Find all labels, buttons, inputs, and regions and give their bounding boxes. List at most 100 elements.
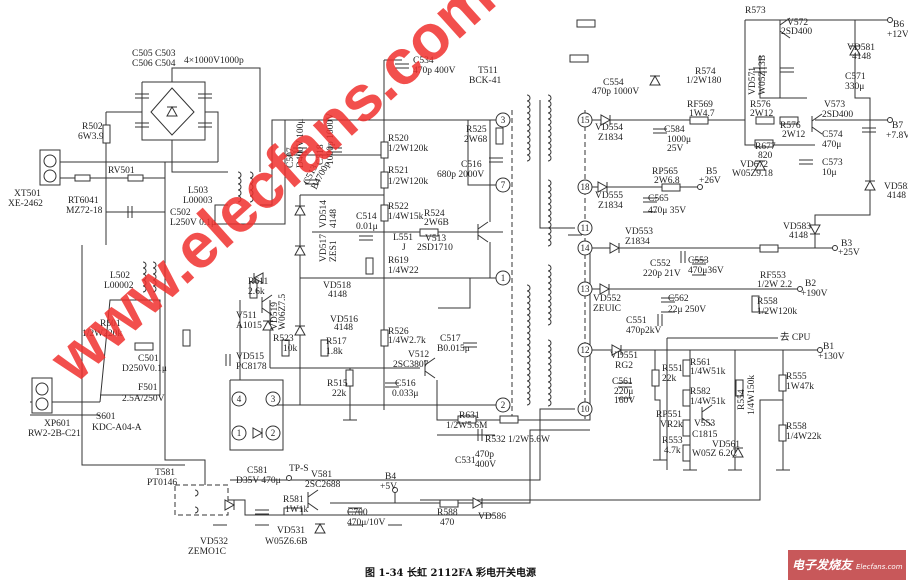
resistor-symbol — [682, 359, 691, 377]
label-r558a-v: 1/2W120k — [757, 307, 797, 317]
label-s601: S601 — [96, 412, 116, 422]
output-terminal — [286, 475, 292, 481]
components — [31, 17, 893, 534]
label-v513: V513 — [425, 234, 446, 244]
label-c531-v2: 400V — [475, 460, 496, 470]
diode-symbol — [864, 179, 876, 191]
wire — [229, 379, 284, 451]
label-c516b: C516 — [395, 379, 416, 389]
label-c554-v: 470p 1000V — [592, 87, 639, 97]
resistor-symbol — [661, 183, 681, 192]
label-l551: L551 — [393, 233, 413, 243]
label-c506-c504: C506 C504 — [132, 59, 176, 69]
label-r558a: R558 — [757, 297, 778, 307]
label-v573: V573 — [824, 100, 845, 110]
diode-symbol — [294, 204, 306, 216]
label-c507: C507 — [286, 147, 296, 168]
label-vd553: VD553 — [625, 227, 653, 237]
label-c514-v: 0.01μ — [356, 222, 378, 232]
secondary-pin-number: 11 — [581, 223, 590, 233]
transistor-collector — [261, 294, 273, 303]
label-c561-v2: 160V — [614, 396, 635, 406]
wire — [81, 245, 185, 466]
diode-symbol — [754, 159, 766, 171]
resistor-symbol — [365, 257, 374, 275]
label-vd555: VD555 — [595, 191, 623, 201]
label-v513-v: 2SD1710 — [417, 243, 453, 253]
label-vd516-v: 4148 — [334, 323, 353, 333]
label-xt501: XT501 — [14, 189, 41, 199]
wire — [330, 429, 590, 504]
label-vd532: VD532 — [200, 537, 228, 547]
label-rp551-v: VR2k — [660, 420, 683, 430]
transistor-collector — [701, 404, 713, 413]
label-rt6041: RT6041 — [68, 196, 99, 206]
label-r558b: R558 — [786, 422, 807, 432]
label-r501-v: 1/2W220k — [82, 329, 122, 339]
label-c574-v: 470μ — [822, 140, 841, 150]
label-r524-v: 2W6B — [424, 218, 449, 228]
label-f501: F501 — [138, 383, 158, 393]
label-r551-v: 22k — [662, 374, 677, 384]
secondary-pin-number: 12 — [581, 345, 590, 355]
label-r555-v: 1W47k — [786, 382, 814, 392]
label-c581-v: D35V 470μ — [236, 476, 281, 486]
resistor-symbol — [755, 116, 775, 125]
elecfans-logo: 电子发烧友 Elecfans.com — [788, 550, 906, 580]
wire — [214, 120, 286, 225]
coil-winding — [237, 171, 242, 203]
transistor-emitter — [477, 234, 489, 243]
label-r517-v: 1.8k — [326, 347, 343, 357]
label-r677: R677 — [755, 142, 776, 152]
transistor-emitter — [261, 307, 273, 316]
label-b6-v: +12V — [887, 30, 908, 40]
label-vd531: VD531 — [277, 526, 305, 536]
optocoupler-pin-number: 2 — [271, 428, 276, 438]
label-c584-v2: 25V — [667, 144, 684, 154]
label-r631: R631 — [459, 411, 480, 421]
label-vd514: VD514 — [319, 200, 329, 228]
wire — [744, 20, 815, 146]
secondary-pin-circle — [577, 112, 593, 128]
label-b5-v: +26V — [699, 176, 721, 186]
label-c502: C502 — [170, 208, 191, 218]
label-r582-v: 1/4W51k — [690, 397, 726, 407]
label-c571-v: 330μ — [845, 82, 864, 92]
label-r525-v: 2W68 — [464, 135, 487, 145]
transistor-emitter — [811, 126, 823, 135]
label-vd515-v: PC8178 — [236, 362, 267, 372]
label-v553-v: C1815 — [692, 430, 718, 440]
logo-site: Elecfans.com — [856, 563, 903, 571]
label-vd555-v: Z1834 — [598, 201, 623, 211]
coil-winding — [547, 179, 552, 247]
label-c514: C514 — [356, 212, 377, 222]
resistor-symbol — [682, 419, 691, 437]
wire — [141, 81, 206, 141]
dashed-line — [174, 484, 229, 516]
optocoupler-pin-number: 3 — [271, 394, 276, 404]
wire — [467, 120, 503, 186]
secondary-pin-circle — [577, 281, 593, 297]
secondary-pin-number: 13 — [581, 284, 591, 294]
wire — [814, 20, 871, 248]
label-r525: R525 — [466, 125, 487, 135]
label-b5: B5 — [706, 167, 717, 177]
resistor-symbol — [495, 127, 504, 145]
connector-socket — [43, 169, 57, 183]
resistor-symbol — [439, 499, 459, 508]
label-c517-v: B0.015μ — [437, 344, 470, 354]
resistor-symbol — [689, 116, 709, 125]
label-vd518: VD518 — [323, 281, 351, 291]
label-b4: B4 — [385, 472, 396, 482]
diode-symbol — [809, 224, 821, 236]
label-b7: B7 — [892, 121, 903, 131]
label-b6: B6 — [893, 20, 904, 30]
resistor-symbol — [569, 54, 589, 63]
label-l503: L503 — [188, 186, 208, 196]
label-vd552-v: ZEUIC — [593, 304, 621, 314]
label-b3: B3 — [841, 239, 852, 249]
label-c565-v: 470μ 35V — [648, 206, 686, 216]
secondary-pin-circle — [577, 240, 593, 256]
label-vd514-v: 4148 — [329, 209, 339, 228]
label-v572: V572 — [787, 18, 808, 28]
